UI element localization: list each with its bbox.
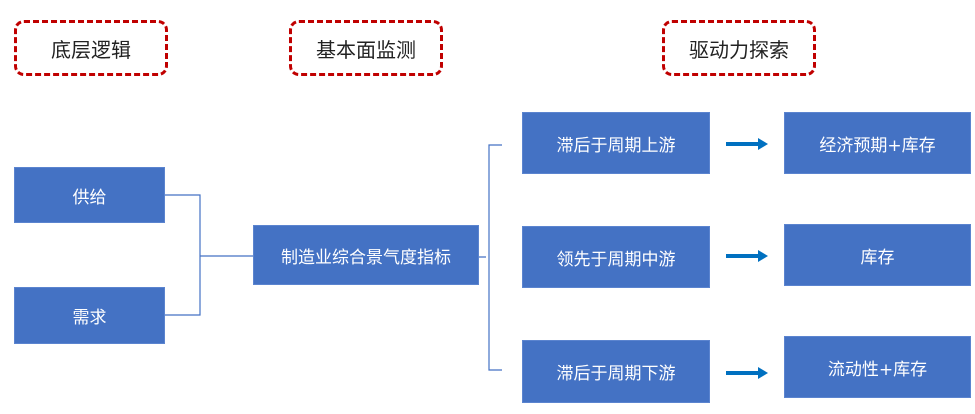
header-underlying-logic: 底层逻辑 bbox=[14, 20, 168, 76]
header-driver-exploration: 驱动力探索 bbox=[662, 20, 816, 76]
arrow-icon bbox=[726, 138, 768, 150]
stage-box-downstream: 滞后于周期下游 bbox=[522, 340, 710, 403]
header-fundamental-monitoring: 基本面监测 bbox=[289, 20, 443, 76]
driver-box-downstream: 流动性+库存 bbox=[784, 336, 971, 398]
arrow-icon bbox=[726, 367, 768, 379]
composite-index-box: 制造业综合景气度指标 bbox=[253, 225, 479, 285]
left-bracket bbox=[165, 194, 253, 316]
right-bracket bbox=[479, 144, 502, 371]
stage-box-midstream: 领先于周期中游 bbox=[522, 226, 710, 288]
demand-box: 需求 bbox=[14, 287, 165, 344]
driver-box-midstream: 库存 bbox=[784, 224, 971, 286]
driver-box-upstream: 经济预期+库存 bbox=[784, 112, 971, 174]
stage-box-upstream: 滞后于周期上游 bbox=[522, 112, 710, 174]
arrow-icon bbox=[726, 250, 768, 262]
supply-box: 供给 bbox=[14, 167, 165, 223]
